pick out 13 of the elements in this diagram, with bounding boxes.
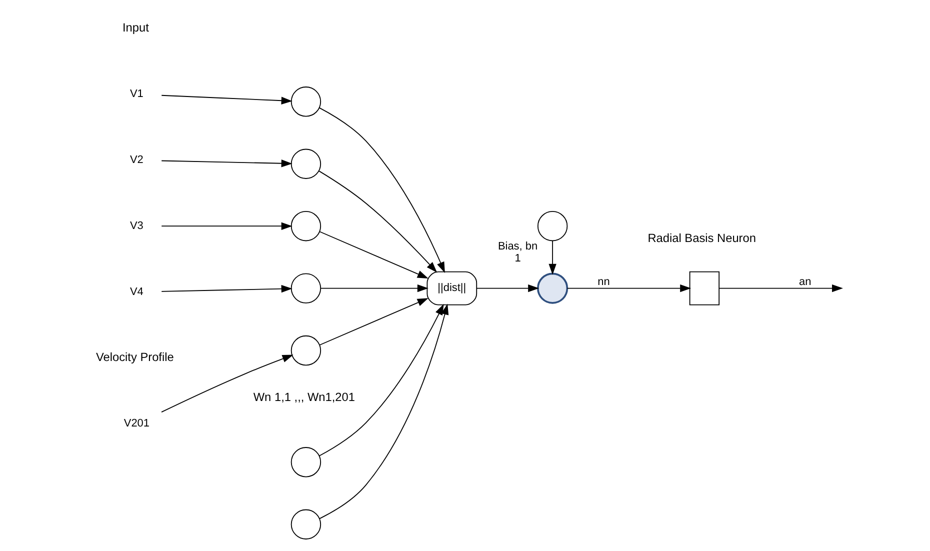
node-text: V2 [129,154,143,166]
label: Input [122,20,148,35]
label: Velocity Profile [95,350,174,364]
edge-label: nn [597,276,610,288]
node-text: V1 [129,88,143,100]
node-text: V3 [129,220,143,232]
node-text: V201 [123,418,150,430]
label: Wn 1,1 ,,, Wn1,201 [252,390,355,404]
node-label: Bias, bn [497,240,538,253]
node-label: 1 [514,252,520,264]
label: Radial Basis Neuron [647,231,756,246]
edge-label: an [798,276,811,288]
node-text: V4 [129,286,143,298]
